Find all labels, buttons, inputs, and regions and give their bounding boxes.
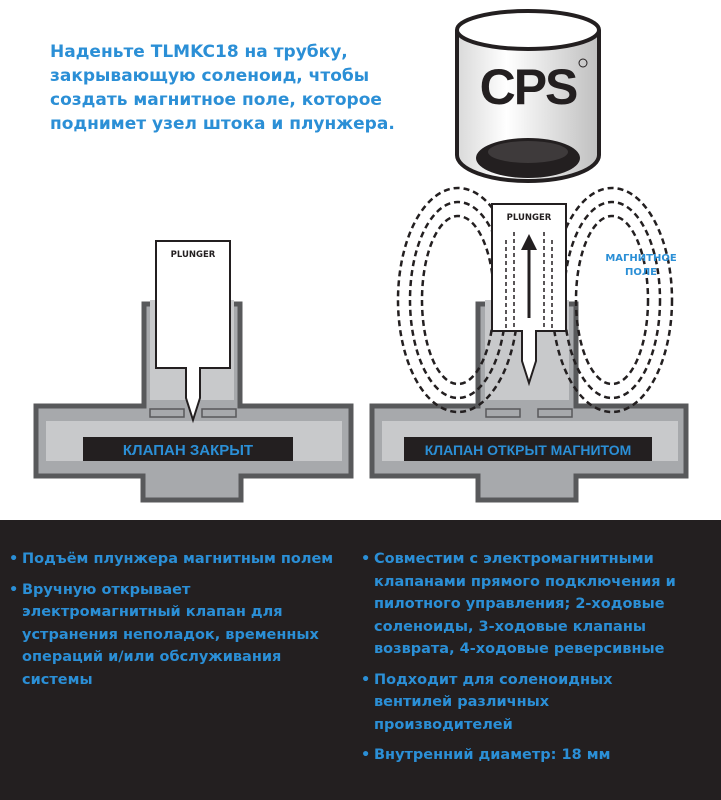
magnet-cylinder-top <box>455 9 601 51</box>
plunger <box>155 240 231 424</box>
features-left-list: • Подъём плунжера магнитным полем • Вруч… <box>9 548 355 699</box>
feature-text: соленоиды, 3-ходовые клапаны <box>374 618 646 635</box>
feature-text: электромагнитный клапан для <box>22 604 283 620</box>
lift-arrow-icon <box>521 234 537 318</box>
feature-text: Подходит для соленоидных <box>374 671 613 688</box>
feature-text: клапанами прямого подключения и <box>374 573 676 590</box>
headline: Наденьте TLMKC18 на трубку, закрывающую … <box>50 40 420 136</box>
magnetic-field-label: ПОЛЕ <box>625 267 657 278</box>
plunger-label: PLUNGER <box>507 213 552 223</box>
feature-item: • Подходит для соленоидных вентилей разл… <box>361 669 714 737</box>
valve-open-label: КЛАПАН ОТКРЫТ МАГНИТОМ <box>425 442 632 458</box>
bullet-icon: • <box>9 551 19 567</box>
feature-text: вентилей различных <box>374 694 550 710</box>
valve-closed-diagram: КЛАПАН ЗАКРЫТ PLUNGER <box>33 240 354 503</box>
plunger-inner-field <box>505 232 553 328</box>
registered-mark-icon <box>578 58 588 68</box>
illustration-area: Наденьте TLMKC18 на трубку, закрывающую … <box>33 9 689 503</box>
feature-text: производителей <box>374 716 513 733</box>
cps-logo: CPS <box>480 59 577 115</box>
magnet-bore-inner <box>488 141 568 163</box>
feature-item: • Внутренний диаметр: 18 мм <box>361 744 714 767</box>
feature-text: Вручную открывает <box>22 581 191 598</box>
bullet-icon: • <box>361 747 371 763</box>
features-panel <box>0 520 721 800</box>
feature-item: • Совместим с электромагнитными клапанам… <box>361 548 714 661</box>
valve-seat-right <box>537 408 573 418</box>
valve-diagrams: КЛАПАН ЗАКРЫТ PLUNGER КЛАПАН ОТКРЫТ МАГН… <box>33 9 689 503</box>
feature-text: системы <box>22 671 93 688</box>
headline-line: Наденьте TLMKC18 на трубку, <box>50 42 348 62</box>
valve-seat-left <box>149 408 185 418</box>
feature-text: возврата, 4-ходовые реверсивные <box>374 641 665 657</box>
feature-text: Внутренний диаметр: 18 мм <box>374 747 611 763</box>
magnetic-field-label: МАГНИТНОЕ <box>605 253 676 264</box>
feature-text: Совместим с электромагнитными <box>374 551 654 567</box>
plunger-label: PLUNGER <box>171 250 216 260</box>
bullet-icon: • <box>9 581 19 598</box>
valve-closed-label: КЛАПАН ЗАКРЫТ <box>123 442 253 459</box>
headline-line: закрывающую соленоид, чтобы <box>50 66 370 86</box>
bullet-icon: • <box>361 671 371 688</box>
feature-text: устранения неполадок, временных <box>22 626 319 643</box>
valve-seat-right <box>201 408 237 418</box>
bullet-icon: • <box>361 551 371 567</box>
headline-line: создать магнитное поле, которое <box>50 90 382 110</box>
feature-item: • Вручную открывает электромагнитный кла… <box>9 579 355 692</box>
feature-text: пилотного управления; 2-ходовые <box>374 596 665 612</box>
features-right-list: • Совместим с электромагнитными клапанам… <box>361 548 714 775</box>
headline-line: поднимет узел штока и плунжера. <box>50 114 395 134</box>
valve-open-diagram: КЛАПАН ОТКРЫТ МАГНИТОМ PLU <box>369 186 689 503</box>
feature-text: операций и/или обслуживания <box>22 649 282 665</box>
valve-status-bar <box>404 437 652 461</box>
valve-seat-left <box>485 408 521 418</box>
feature-text: Подъём плунжера магнитным полем <box>22 551 334 567</box>
cps-magnet: CPS <box>455 9 601 183</box>
feature-item: • Подъём плунжера магнитным полем <box>9 548 355 571</box>
valve-status-bar <box>83 437 293 461</box>
